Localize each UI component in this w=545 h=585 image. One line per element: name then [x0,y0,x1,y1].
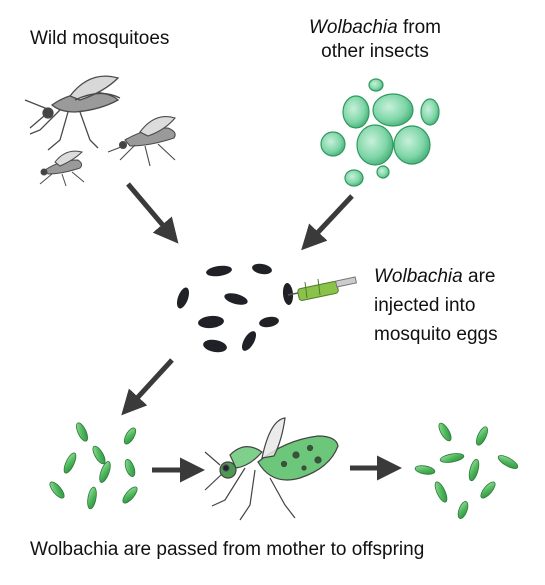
label-wolbachia-source: Wolbachia from other insects [300,16,450,64]
label-wolbachia-source-rest: from [397,17,441,38]
wolbachia-bacteria-right [414,422,519,519]
mosquito-eggs [176,263,294,353]
label-injected-rest: are [462,266,496,287]
arrow-wolbachia-to-eggs [301,194,354,251]
wolbachia-bacteria-left [49,422,138,510]
wild-mosquito-small [39,150,85,187]
wild-mosquito-medium [107,116,176,167]
infected-mosquito [204,417,339,521]
arrow-wild-to-eggs [126,182,179,244]
label-wolbachia-source-line2: other insects [321,41,429,62]
wild-mosquito-large [24,75,121,151]
label-wild-mosquitoes: Wild mosquitoes [30,28,170,49]
label-injected-line2: injected into [374,295,476,316]
label-wolbachia-source-italic: Wolbachia [309,17,398,38]
label-injected-line3: mosquito eggs [374,324,498,345]
label-injected-italic: Wolbachia [374,266,463,287]
label-injected: Wolbachia are injected into mosquito egg… [374,262,498,349]
caption: Wolbachia are passed from mother to offs… [30,539,425,560]
wolbachia-cells [320,78,440,187]
syringe-icon [287,276,357,301]
arrow-eggs-to-bacteria [121,358,174,416]
